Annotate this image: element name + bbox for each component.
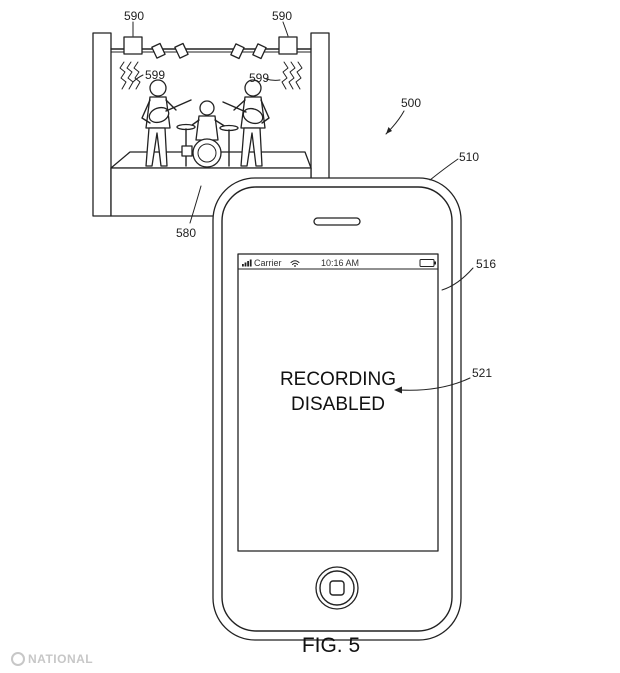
figure-caption: FIG. 5 (302, 634, 360, 657)
label-590-right: 590 (272, 9, 292, 23)
mobile-device: Carrier 10:16 AM RECORDING DISABLED (212, 177, 462, 641)
signal-strength-icon (242, 259, 252, 267)
earpiece-speaker (313, 217, 361, 226)
signal-waves-left (119, 61, 141, 90)
label-510: 510 (459, 150, 479, 164)
guitarist-right (222, 79, 270, 167)
stage-pillar-right (310, 32, 330, 184)
home-square-icon (329, 580, 345, 596)
recording-disabled-line-2: DISABLED (291, 394, 385, 415)
label-580: 580 (176, 226, 196, 240)
home-button[interactable] (315, 566, 359, 610)
battery-icon (419, 259, 436, 267)
label-599-left: 599 (145, 68, 165, 82)
recording-disabled-line-1: RECORDING (280, 369, 396, 390)
status-bar: Carrier 10:16 AM (237, 258, 439, 270)
device-display (237, 253, 439, 552)
leader-lines (132, 21, 474, 394)
status-time: 10:16 AM (321, 258, 359, 268)
label-521: 521 (472, 366, 492, 380)
device-inner-bezel (221, 186, 453, 632)
label-599-right: 599 (249, 71, 269, 85)
watermark: NATIONAL (11, 652, 93, 666)
label-590-left: 590 (124, 9, 144, 23)
concert-stage (92, 32, 330, 217)
label-516: 516 (476, 257, 496, 271)
watermark-logo-icon (11, 652, 25, 666)
stage-pillar-left (92, 32, 112, 217)
watermark-text: NATIONAL (28, 652, 93, 666)
transmitter-left (123, 36, 143, 55)
drummer (176, 100, 239, 168)
stage-spotlights (151, 42, 267, 60)
transmitter-right (278, 36, 298, 55)
reference-numerals: 590 590 599 599 580 500 510 516 521 (124, 9, 496, 380)
label-500: 500 (401, 96, 421, 110)
carrier-label: Carrier (254, 258, 282, 268)
guitarist-left (141, 79, 192, 167)
signal-waves-right (281, 61, 303, 90)
wifi-icon (290, 260, 300, 267)
